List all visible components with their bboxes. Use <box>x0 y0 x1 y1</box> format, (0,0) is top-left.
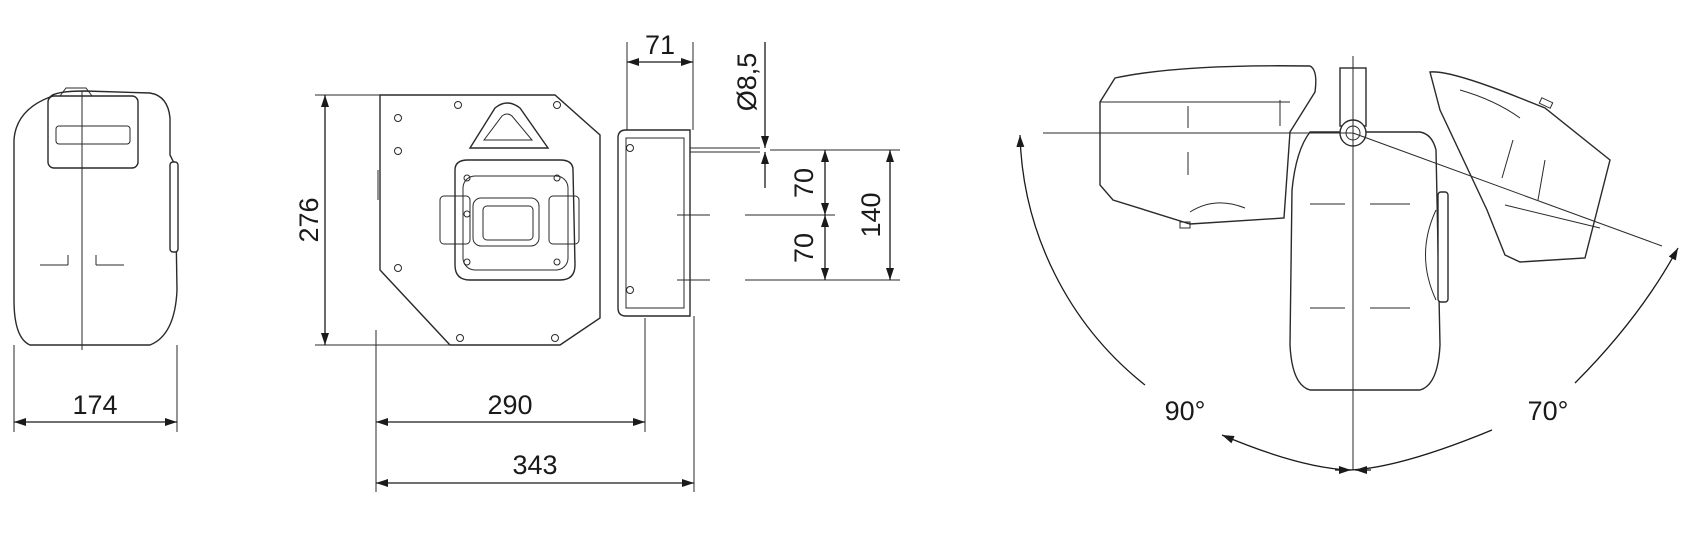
angle-90-arc <box>1016 134 1146 386</box>
angle-center-arc <box>1221 429 1493 471</box>
reel-rotated-left <box>1099 65 1317 229</box>
width-174-label: 174 <box>72 390 117 420</box>
front-view-carry-handle <box>468 102 550 149</box>
width-290-label: 290 <box>487 390 532 420</box>
rotation-view: 90° 70° <box>1016 56 1679 474</box>
spacing-70-upper-label: 70 <box>789 168 819 198</box>
angle-70-label: 70° <box>1528 396 1569 426</box>
hole-diameter-label: Ø8,5 <box>732 53 762 112</box>
side-view-handle <box>47 95 139 169</box>
depth-71-label: 71 <box>645 30 675 60</box>
reel-rotated-right <box>1429 71 1611 263</box>
side-view: 174 <box>13 87 179 432</box>
wall-bracket <box>617 129 691 317</box>
spacing-70-lower-label: 70 <box>789 233 819 263</box>
angle-70-arc <box>1574 247 1679 384</box>
angle-90-label: 90° <box>1165 396 1206 426</box>
front-view-drum-cover <box>454 159 576 281</box>
front-view: 276 290 343 71 Ø8,5 70 70 140 <box>294 30 900 492</box>
width-343-label: 343 <box>512 450 557 480</box>
spacing-140-label: 140 <box>856 192 886 237</box>
height-276-label: 276 <box>294 197 324 242</box>
reel-center-position <box>1289 67 1449 391</box>
